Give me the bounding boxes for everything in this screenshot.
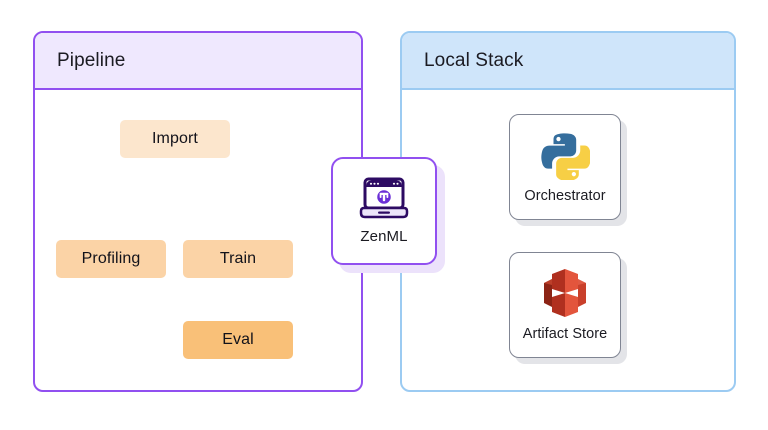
pipeline-step-profiling-label: Profiling <box>81 250 141 267</box>
pipeline-step-eval-label: Eval <box>222 331 254 348</box>
local-stack-group-title: Local Stack <box>424 49 524 71</box>
zenml-node-label: ZenML <box>360 228 408 245</box>
pipeline-step-train-label: Train <box>219 250 257 267</box>
artifact-store-card-label: Artifact Store <box>522 326 608 342</box>
pipeline-group: Pipeline <box>33 31 363 392</box>
python-logo-icon <box>540 130 590 180</box>
pipeline-step-profiling[interactable]: Profiling <box>56 240 166 278</box>
zenml-node[interactable]: ZenML <box>331 157 437 265</box>
local-stack-group-header: Local Stack <box>402 33 734 90</box>
pipeline-group-title: Pipeline <box>57 49 126 71</box>
pipeline-group-header: Pipeline <box>35 33 361 90</box>
pipeline-step-eval[interactable]: Eval <box>183 321 293 359</box>
stack-component-orchestrator[interactable]: Orchestrator <box>509 114 621 220</box>
orchestrator-card-label: Orchestrator <box>524 188 606 204</box>
zenml-laptop-icon <box>358 177 410 221</box>
pipeline-step-import-label: Import <box>152 130 198 147</box>
pipeline-step-import[interactable]: Import <box>120 120 230 158</box>
aws-s3-bucket-icon <box>542 268 588 318</box>
pipeline-step-train[interactable]: Train <box>183 240 293 278</box>
stack-component-artifact-store[interactable]: Artifact Store <box>509 252 621 358</box>
